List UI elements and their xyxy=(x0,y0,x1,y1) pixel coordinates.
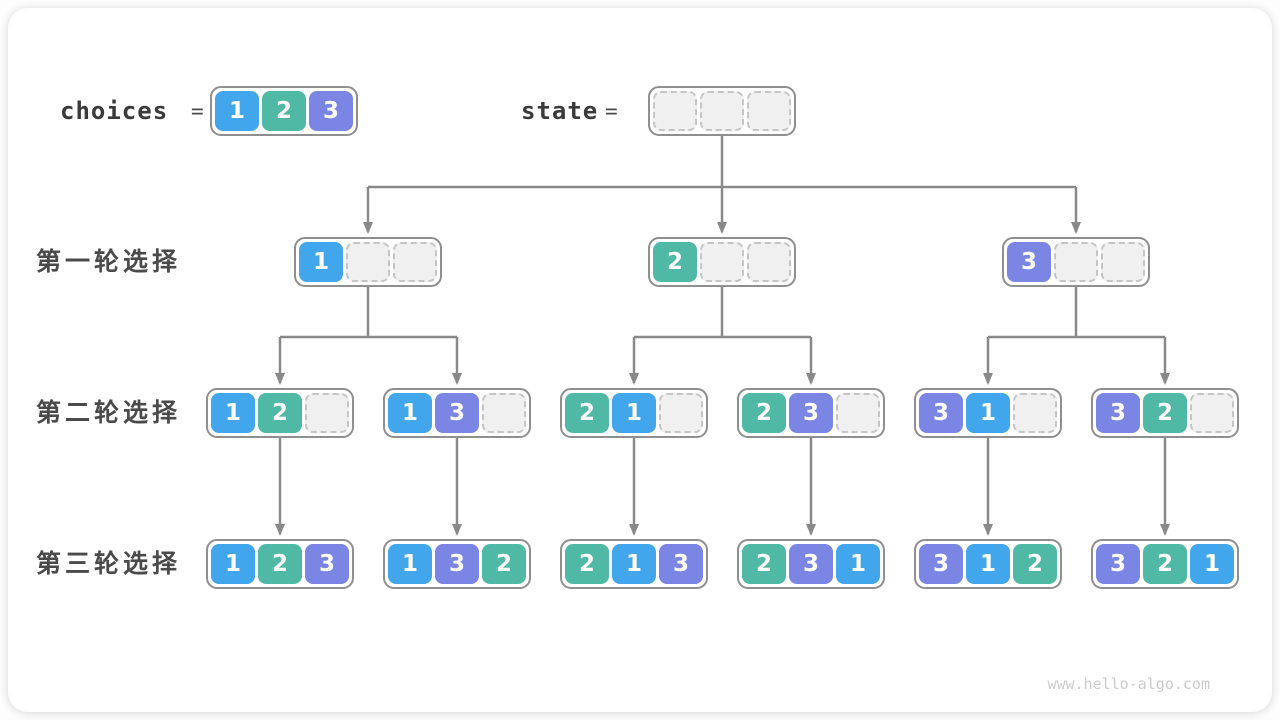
array-cell-3: 3 xyxy=(435,544,479,584)
array-cell-2: 2 xyxy=(258,544,302,584)
array-cell-empty xyxy=(659,393,703,433)
state-label: state xyxy=(521,97,599,125)
array-cell-1: 1 xyxy=(211,393,255,433)
array-cell-empty xyxy=(700,91,744,131)
array-cell-empty xyxy=(305,393,349,433)
array-cell-1: 1 xyxy=(388,544,432,584)
array-cell-3: 3 xyxy=(919,393,963,433)
array-cell-1: 1 xyxy=(612,393,656,433)
array-cell-3: 3 xyxy=(305,544,349,584)
array-cell-empty xyxy=(653,91,697,131)
array-cell-1: 1 xyxy=(966,544,1010,584)
array-cell-empty xyxy=(747,91,791,131)
row-label-round-1: 第一轮选择 xyxy=(36,248,182,276)
tree-node-r1-2: 2 xyxy=(648,237,796,287)
array-cell-empty xyxy=(700,242,744,282)
watermark-text: www.hello-algo.com xyxy=(1047,675,1210,693)
array-cell-empty xyxy=(747,242,791,282)
array-cell-2: 2 xyxy=(482,544,526,584)
array-cell-3: 3 xyxy=(789,393,833,433)
tree-node-r1-3: 3 xyxy=(1002,237,1150,287)
array-cell-empty xyxy=(1190,393,1234,433)
array-cell-empty xyxy=(393,242,437,282)
array-cell-2: 2 xyxy=(653,242,697,282)
array-cell-2: 2 xyxy=(258,393,302,433)
array-cell-1: 1 xyxy=(836,544,880,584)
array-cell-3: 3 xyxy=(789,544,833,584)
row-label-round-3: 第三轮选择 xyxy=(36,550,182,578)
array-cell-1: 1 xyxy=(211,544,255,584)
array-cell-empty xyxy=(1101,242,1145,282)
array-cell-2: 2 xyxy=(1013,544,1057,584)
array-cell-3: 3 xyxy=(309,91,353,131)
array-cell-1: 1 xyxy=(966,393,1010,433)
array-cell-empty xyxy=(346,242,390,282)
array-cell-1: 1 xyxy=(612,544,656,584)
array-cell-3: 3 xyxy=(659,544,703,584)
array-cell-empty xyxy=(1013,393,1057,433)
array-cell-2: 2 xyxy=(1143,544,1187,584)
array-cell-2: 2 xyxy=(1143,393,1187,433)
state-equals-sign: = xyxy=(605,99,618,123)
choices-equals-sign: = xyxy=(191,99,204,123)
state-array-box xyxy=(648,86,796,136)
array-cell-2: 2 xyxy=(742,544,786,584)
array-cell-1: 1 xyxy=(388,393,432,433)
array-cell-3: 3 xyxy=(1096,544,1140,584)
array-cell-3: 3 xyxy=(919,544,963,584)
array-cell-2: 2 xyxy=(565,393,609,433)
array-cell-2: 2 xyxy=(262,91,306,131)
array-cell-1: 1 xyxy=(215,91,259,131)
array-cell-2: 2 xyxy=(742,393,786,433)
array-cell-1: 1 xyxy=(299,242,343,282)
array-cell-2: 2 xyxy=(565,544,609,584)
array-cell-empty xyxy=(482,393,526,433)
array-cell-3: 3 xyxy=(1007,242,1051,282)
row-label-round-2: 第二轮选择 xyxy=(36,399,182,427)
array-cell-3: 3 xyxy=(1096,393,1140,433)
choices-label: choices xyxy=(60,97,169,125)
array-cell-empty xyxy=(836,393,880,433)
array-cell-3: 3 xyxy=(435,393,479,433)
array-cell-empty xyxy=(1054,242,1098,282)
array-cell-1: 1 xyxy=(1190,544,1234,584)
tree-node-r1-1: 1 xyxy=(294,237,442,287)
